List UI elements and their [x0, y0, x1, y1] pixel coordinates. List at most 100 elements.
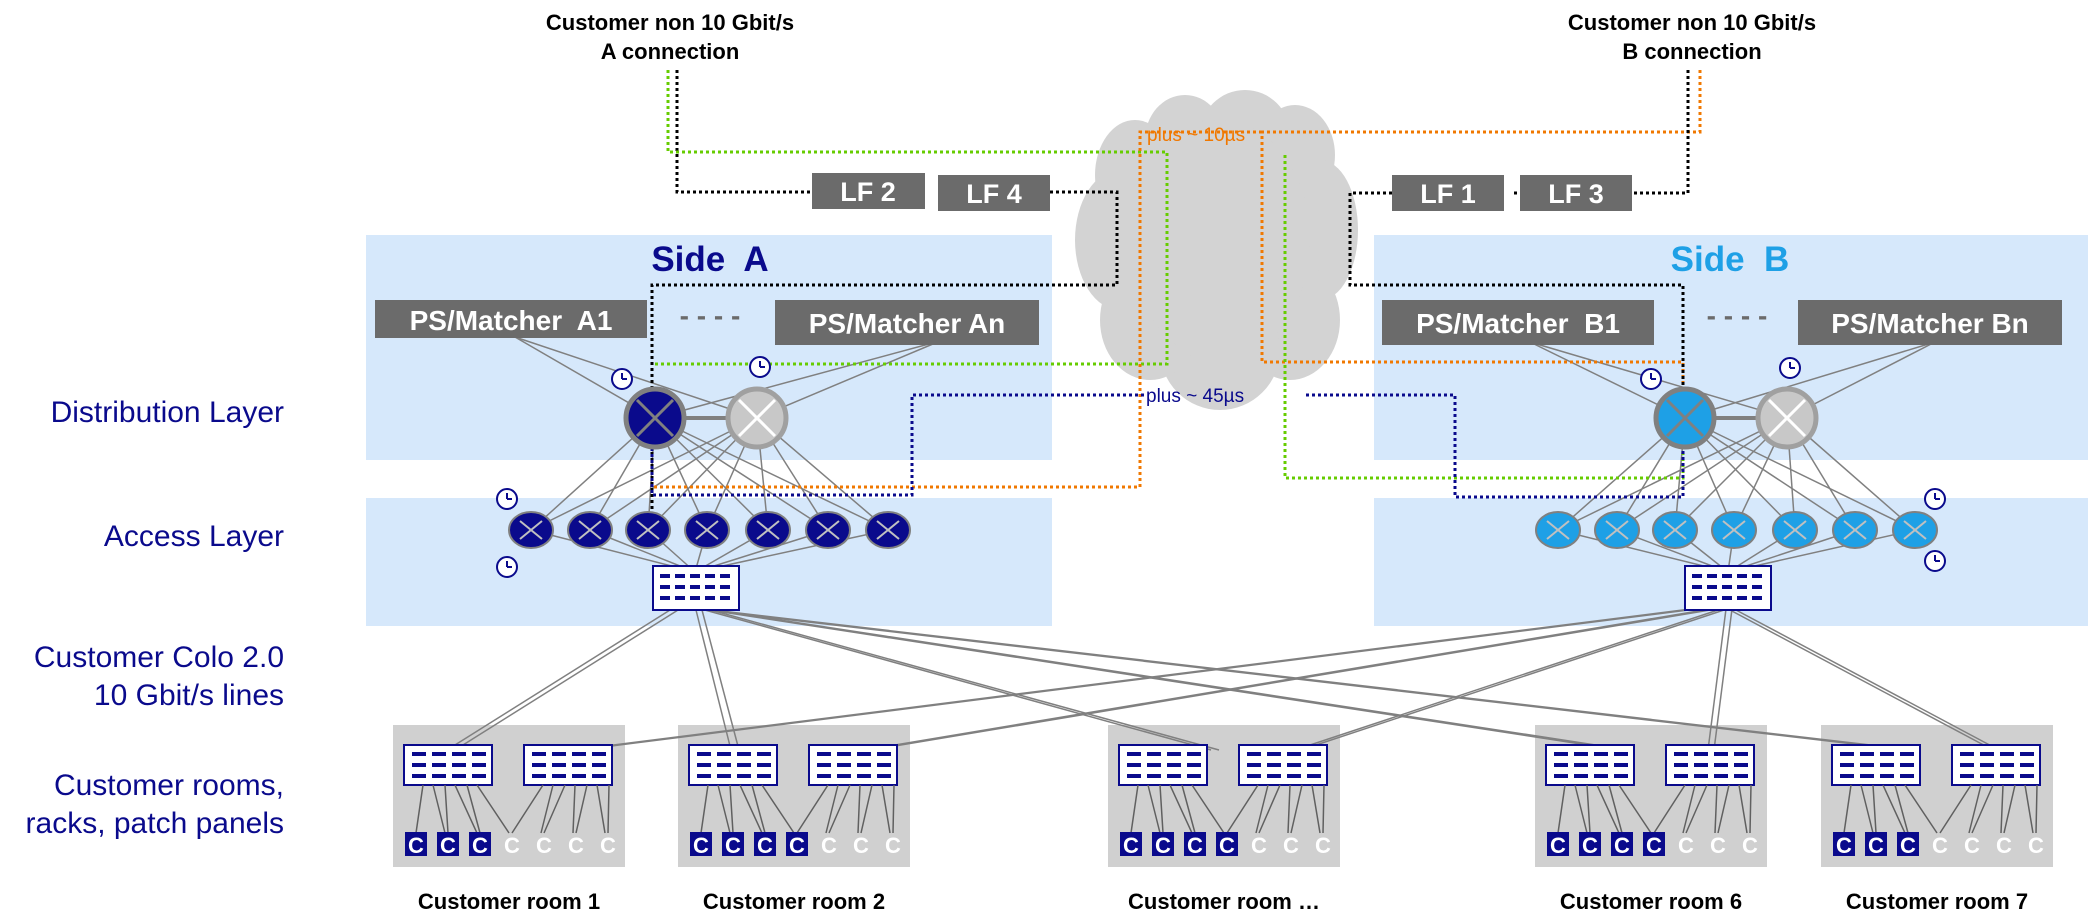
colo-lines [446, 604, 2000, 751]
access-panel-b [1684, 565, 1772, 611]
customer-rack-inactive: C [600, 833, 616, 858]
customer-b-label-line2: B connection [1622, 39, 1761, 64]
customer-rack-inactive: C [853, 833, 869, 858]
rack-panel [523, 744, 613, 786]
access-switch [625, 511, 671, 549]
customer-rack-active: C [1897, 832, 1919, 858]
matcher-a1-label: PS/Matcher A1 [410, 305, 613, 336]
rack-panel [1665, 744, 1755, 786]
customer-rack-inactive: C [1710, 833, 1726, 858]
rack-panel [403, 744, 493, 786]
customer-room-label: Customer room 1 [418, 889, 600, 914]
customer-rack-inactive: C [1742, 833, 1758, 858]
customer-rack-inactive: C [2028, 833, 2044, 858]
customer-rack-letter: C [1550, 833, 1566, 858]
customer-rack-letter: C [1155, 833, 1171, 858]
customer-rack-letter: C [472, 833, 488, 858]
customer-rack-letter: C [1678, 833, 1694, 858]
side-a-distribution-panel [366, 235, 1052, 460]
access-switch [1594, 511, 1640, 549]
matcher-an: PS/Matcher An [775, 300, 1039, 345]
clock-icon [496, 488, 518, 510]
rack-panel [1951, 744, 2041, 786]
rack-panel [1831, 744, 1921, 786]
side-b-ellipsis: - - - - [1707, 300, 1768, 331]
access-switch [567, 511, 613, 549]
customer-rack-inactive: C [1964, 833, 1980, 858]
access-switch [865, 511, 911, 549]
side-b-title: Side B [1671, 240, 1790, 279]
customer-rack-letter: C [504, 833, 520, 858]
access-switch [805, 511, 851, 549]
dist-switch-a2 [725, 386, 789, 450]
lf-box-4: LF 4 [938, 175, 1050, 211]
customer-rack-letter: C [536, 833, 552, 858]
customer-rack-active: C [722, 832, 744, 858]
customer-rack-inactive: C [568, 833, 584, 858]
access-switches-a [508, 511, 911, 549]
rack-panel [1238, 744, 1328, 786]
access-switch [1652, 511, 1698, 549]
customer-rack-active: C [1643, 832, 1665, 858]
customer-rack-active: C [469, 832, 491, 858]
clock-icon [496, 556, 518, 578]
customer-rack-letter: C [440, 833, 456, 858]
matcher-b1-label: PS/Matcher B1 [1416, 308, 1620, 339]
customer-rack-active: C [1865, 832, 1887, 858]
access-switches-b [1535, 511, 1938, 549]
clock-icon [1924, 550, 1946, 572]
customer-rack-letter: C [757, 833, 773, 858]
access-switch [1892, 511, 1938, 549]
customer-rack-letter: C [1900, 833, 1916, 858]
customer-rack-inactive: C [885, 833, 901, 858]
customer-rack-letter: C [1742, 833, 1758, 858]
distribution-layer-label: Distribution Layer [51, 396, 284, 429]
colo-label-line2: 10 Gbit/s lines [94, 679, 284, 712]
customer-rack-active: C [405, 832, 427, 858]
lf-box-4-label: LF 4 [966, 179, 1022, 209]
lf-box-1-label: LF 1 [1420, 179, 1476, 209]
access-layer-label: Access Layer [104, 520, 284, 553]
customer-rack-letter: C [1251, 833, 1267, 858]
customer-rack-letter: C [789, 833, 805, 858]
customer-rack-letter: C [1123, 833, 1139, 858]
access-switch [1772, 511, 1818, 549]
rack-panel [1545, 744, 1635, 786]
rack-panel [688, 744, 778, 786]
clock-icon [749, 356, 771, 378]
customer-rack-active: C [1216, 832, 1238, 858]
customer-rack-letter: C [1996, 833, 2012, 858]
customer-rack-active: C [1611, 832, 1633, 858]
access-switch [745, 511, 791, 549]
access-switch [508, 511, 554, 549]
customer-rack-active: C [786, 832, 808, 858]
network-cloud [1075, 90, 1358, 410]
matcher-b1: PS/Matcher B1 [1382, 300, 1654, 345]
customer-rack-inactive: C [1996, 833, 2012, 858]
clock-icon [1779, 357, 1801, 379]
customer-rack-inactive: C [1932, 833, 1948, 858]
rack-panel [1118, 744, 1208, 786]
latency-10-label: plus ~ 10µs [1147, 125, 1245, 146]
customer-rack-letter: C [568, 833, 584, 858]
customer-rack-inactive: C [1315, 833, 1331, 858]
customer-rack-letter: C [821, 833, 837, 858]
customer-rack-active: C [1579, 832, 1601, 858]
customer-rack-letter: C [1614, 833, 1630, 858]
customer-rack-letter: C [1836, 833, 1852, 858]
access-switch [684, 511, 730, 549]
customer-rack-letter: C [693, 833, 709, 858]
customer-rack-letter: C [1868, 833, 1884, 858]
lf-box-3-label: LF 3 [1548, 179, 1604, 209]
customer-rack-active: C [437, 832, 459, 858]
customer-rack-letter: C [2028, 833, 2044, 858]
customer-rack-letter: C [1932, 833, 1948, 858]
customer-rack-letter: C [1710, 833, 1726, 858]
customer-rack-active: C [1833, 832, 1855, 858]
matcher-an-label: PS/Matcher An [809, 308, 1006, 339]
customer-rack-letter: C [600, 833, 616, 858]
